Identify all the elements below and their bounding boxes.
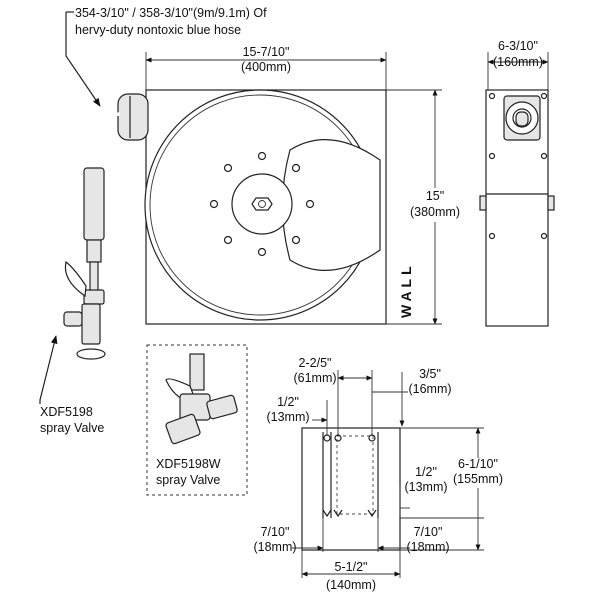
valve-desc: spray Valve xyxy=(40,421,104,435)
mount-lower-imperial: 1/2" xyxy=(415,465,437,479)
side-screw xyxy=(540,92,548,100)
bolt-hole xyxy=(257,247,267,257)
alt-valve-model: XDF5198W xyxy=(156,457,221,471)
side-depth-metric: (160mm) xyxy=(493,55,543,69)
wall-label: WALL xyxy=(398,262,414,318)
mount-top-left-metric: (13mm) xyxy=(266,410,309,424)
front-height-label-bg xyxy=(405,188,467,222)
side-view: 6-3/10" (160mm) xyxy=(479,39,555,327)
alt-valve-box: XDF5198W spray Valve xyxy=(146,344,248,496)
mount-spacing-imperial: 2-2/5" xyxy=(299,356,332,370)
hose-note-line1: 354-3/10" / 358-3/10"(9m/9.1m) Of xyxy=(75,6,267,20)
mount-slot-center xyxy=(336,435,374,515)
bolt-hole xyxy=(291,235,301,245)
front-height-metric: (380mm) xyxy=(410,205,460,219)
bolt-hole xyxy=(223,163,233,173)
front-height-imperial: 15" xyxy=(426,189,444,203)
reel-hub-cutout xyxy=(281,139,381,271)
alt-valve-desc: spray Valve xyxy=(156,473,220,487)
mount-width-imperial: 5-1/2" xyxy=(335,560,368,574)
side-depth-imperial: 6-3/10" xyxy=(498,39,538,53)
bolt-hole xyxy=(209,199,219,209)
alt-valve-border xyxy=(146,344,248,496)
mount-slot-end xyxy=(367,509,377,518)
hose-note-leader xyxy=(65,12,101,107)
mount-top-right-metric: (16mm) xyxy=(408,382,451,396)
hose-note: 354-3/10" / 358-3/10"(9m/9.1m) Of hervy-… xyxy=(65,6,267,107)
mount-left-edge-imperial: 7/10" xyxy=(261,525,290,539)
valve-nozzle xyxy=(76,348,106,360)
hose-curve-inner xyxy=(90,112,121,170)
front-width-metric: (400mm) xyxy=(241,60,291,74)
hose-curve-outer xyxy=(91,113,121,170)
front-view: 15-7/10" (400mm) 15 xyxy=(117,45,467,325)
valve-handle xyxy=(64,260,87,298)
mount-spacing-metric: (61mm) xyxy=(293,371,336,385)
side-screw xyxy=(488,232,496,240)
side-mount-tab xyxy=(547,195,555,211)
bolt-hole xyxy=(305,199,315,209)
mount-right-edge-imperial: 7/10" xyxy=(414,525,443,539)
mount-width-metric: (140mm) xyxy=(326,578,376,592)
side-screw xyxy=(540,152,548,160)
front-width-imperial: 15-7/10" xyxy=(243,45,290,59)
valve-leader xyxy=(39,335,58,404)
valve-side-outlet xyxy=(63,311,83,327)
hose-grip xyxy=(83,167,105,241)
bolt-hole xyxy=(257,151,267,161)
alt-valve-outlet xyxy=(206,394,238,420)
mount-top-right-imperial: 3/5" xyxy=(419,367,441,381)
mount-height-metric: (155mm) xyxy=(453,472,503,486)
side-screw xyxy=(540,232,548,240)
mount-height-imperial: 6-1/10" xyxy=(458,457,498,471)
side-mount-tab xyxy=(479,195,487,211)
valve-model: XDF5198 xyxy=(40,405,93,419)
reel-hub-nut xyxy=(251,197,273,211)
hose-coupling xyxy=(86,239,102,263)
mount-lower-metric: (13mm) xyxy=(404,480,447,494)
side-guide-roller xyxy=(515,111,529,127)
mount-right-edge-metric: (18mm) xyxy=(406,540,449,554)
mount-left-edge-metric: (18mm) xyxy=(253,540,296,554)
valve-lower-body xyxy=(81,303,101,345)
alt-valve-stem xyxy=(189,353,205,391)
mount-plate xyxy=(301,427,401,551)
mount-slot-end xyxy=(333,509,343,518)
alt-valve-inlet xyxy=(165,413,201,445)
valve-body xyxy=(83,289,105,305)
side-screw xyxy=(488,152,496,160)
mount-height-label-bg xyxy=(450,458,508,488)
side-screw xyxy=(488,92,496,100)
reel-bolt-holes xyxy=(209,151,315,257)
mount-top-left-imperial: 1/2" xyxy=(277,395,299,409)
hose-guide xyxy=(117,93,149,141)
hose-assembly: XDF5198 spray Valve xyxy=(39,112,121,435)
mount-plate-view: 2-2/5" (61mm) 3/5" (16mm) 1/2" (13mm) 6-… xyxy=(253,356,508,592)
bolt-hole xyxy=(223,235,233,245)
bolt-hole xyxy=(291,163,301,173)
hose-note-line2: hervy-duty nontoxic blue hose xyxy=(75,23,241,37)
reel-hub-bolt xyxy=(258,200,266,208)
mount-slot-end xyxy=(322,509,332,518)
alt-valve-body xyxy=(179,393,211,421)
